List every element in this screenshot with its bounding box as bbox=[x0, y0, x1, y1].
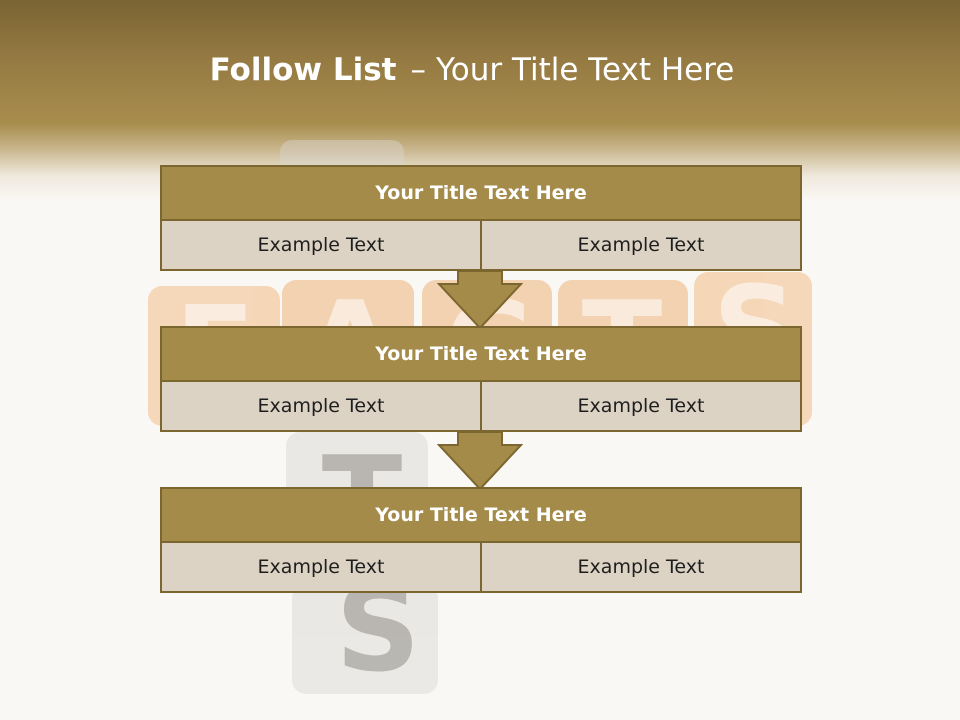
step-cell-left: Example Text bbox=[160, 221, 482, 271]
step-block-2: Your Title Text Here Example Text Exampl… bbox=[160, 326, 802, 432]
step-heading: Your Title Text Here bbox=[160, 326, 802, 382]
step-heading: Your Title Text Here bbox=[160, 487, 802, 543]
cube-s2 bbox=[292, 584, 438, 694]
step-cell-left: Example Text bbox=[160, 543, 482, 593]
step-cell-right: Example Text bbox=[482, 382, 802, 432]
slide-title: Follow List–Your Title Text Here bbox=[0, 52, 944, 88]
step-row: Example Text Example Text bbox=[160, 543, 802, 593]
title-bold: Follow List bbox=[209, 52, 397, 88]
step-row: Example Text Example Text bbox=[160, 382, 802, 432]
down-arrow-icon bbox=[437, 431, 523, 491]
step-block-1: Your Title Text Here Example Text Exampl… bbox=[160, 165, 802, 271]
down-arrow-icon bbox=[437, 270, 523, 330]
title-rest: Your Title Text Here bbox=[435, 52, 735, 88]
step-heading: Your Title Text Here bbox=[160, 165, 802, 221]
step-cell-right: Example Text bbox=[482, 221, 802, 271]
step-cell-left: Example Text bbox=[160, 382, 482, 432]
step-cell-right: Example Text bbox=[482, 543, 802, 593]
step-row: Example Text Example Text bbox=[160, 221, 802, 271]
step-block-3: Your Title Text Here Example Text Exampl… bbox=[160, 487, 802, 593]
title-dash: – bbox=[410, 52, 426, 88]
